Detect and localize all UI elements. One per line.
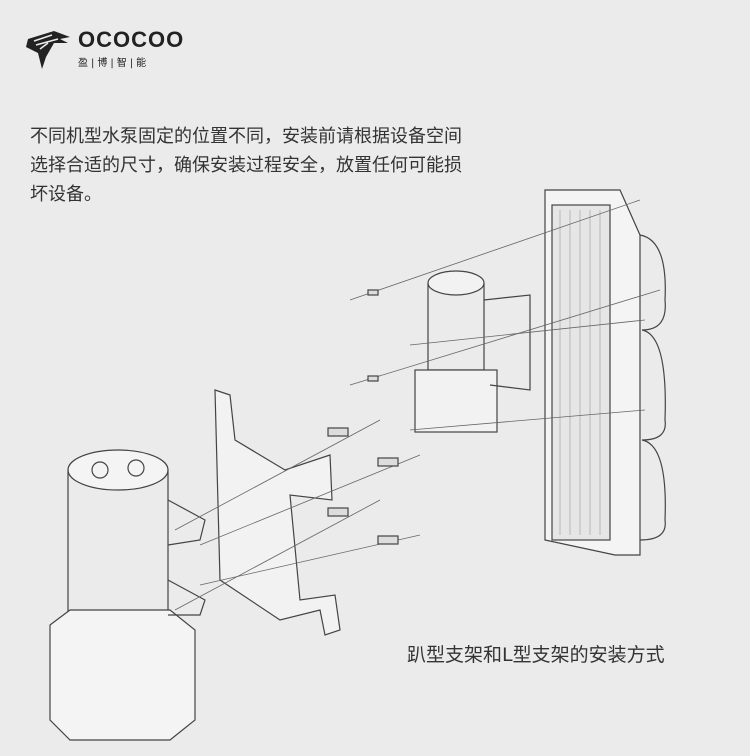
brand-subtitle: 盈|博|智|能 [78,58,150,69]
brand-logo: OCOCOO 盈|博|智|能 [24,27,184,71]
eagle-logo-icon [26,31,70,69]
small-pump [414,270,531,433]
screws [327,289,399,545]
instruction-text: 不同机型水泵固定的位置不同，安装前请根据设备空间选择合适的尺寸，确保安装过程安全… [30,126,462,205]
large-pump [49,449,206,741]
brand-name: OCOCOO [78,27,185,52]
l-bracket [214,389,341,636]
radiator [544,189,666,556]
diagram-caption: 趴型支架和L型支架的安装方式 [407,644,665,666]
